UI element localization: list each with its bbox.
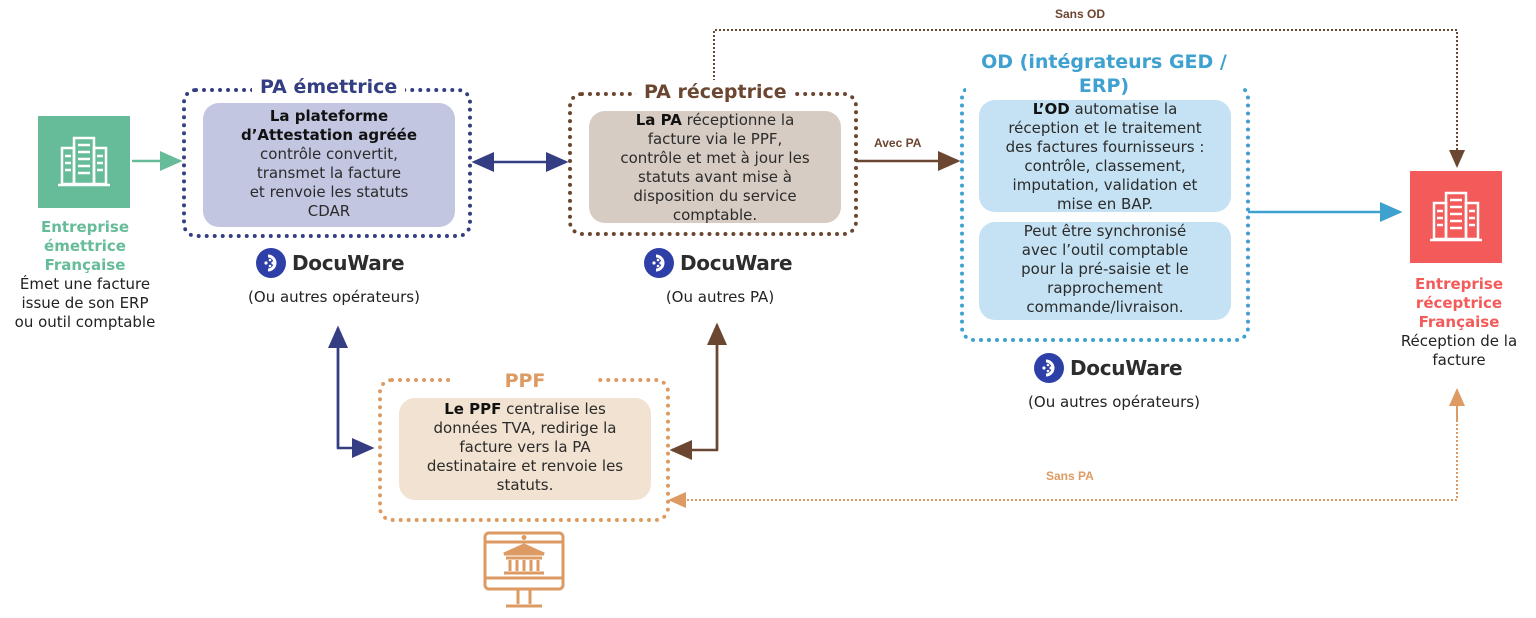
emitter-title-2: émettrice: [44, 237, 126, 255]
pa-receptrice-text-4: disposition du service: [633, 187, 797, 205]
od-card-automation: L’OD automatise la réception et le trait…: [979, 100, 1231, 213]
ppf-bold: Le PPF: [444, 400, 502, 418]
emitter-title-1: Entreprise: [40, 218, 130, 236]
od-card1-text-2: des factures fournisseurs :: [1005, 138, 1205, 156]
od-card1-text-1: réception et le traitement: [1008, 119, 1202, 137]
od-card2-text-1: Peut être synchronisé: [1023, 222, 1187, 240]
pa-receptrice-text-0: réceptionne la: [681, 111, 795, 129]
od-card-sync: Peut être synchronisé avec l’outil compt…: [979, 222, 1231, 320]
od-title-2: ERP): [1078, 75, 1130, 97]
receiver-desc-1: Réception de la: [1400, 332, 1518, 350]
pa-emettrice-card: La plateforme d’Attestation agréée contr…: [203, 103, 455, 227]
pa-emettrice-text-1: contrôle convertit,: [260, 145, 398, 163]
od-card1-text-0: automatise la: [1069, 100, 1178, 118]
docuware-brand: DocuWare: [292, 251, 405, 275]
pa-emettrice-text-2: transmet la facture: [256, 164, 402, 182]
emitter-title-3: Française: [44, 256, 126, 274]
ppf-text-1: données TVA, redirige la: [433, 419, 617, 437]
edge-label-avec-pa: Avec PA: [874, 136, 922, 150]
arrow-pa-emettrice-ppf: [336, 330, 375, 458]
docuware-icon: [1034, 353, 1064, 383]
od-title-1: OD (intégrateurs GED /: [981, 51, 1227, 73]
docuware-icon: [256, 248, 286, 278]
od-card2-text-4: rapprochement: [1047, 279, 1163, 297]
emitter-desc-1: Émet une facture: [19, 275, 151, 293]
od-card1-text-3: contrôle, classement,: [1024, 157, 1186, 175]
od-card2-text-2: avec l’outil comptable: [1021, 241, 1189, 259]
od-card1-bold: L’OD: [1032, 100, 1070, 118]
receiver-desc-2: facture: [1432, 351, 1486, 369]
docuware-brand: DocuWare: [1070, 356, 1183, 380]
pa-receptrice-text-1: facture via le PPF,: [647, 130, 783, 148]
pa-receptrice-text-5: comptable.: [672, 206, 758, 224]
pa-emettrice-text-3: et renvoie les statuts: [249, 183, 409, 201]
pa-receptrice-text-2: contrôle et met à jour les: [620, 149, 810, 167]
building-icon: [1430, 191, 1482, 242]
ppf-text-4: statuts.: [496, 476, 554, 494]
od-title: OD (intégrateurs GED / ERP): [966, 50, 1242, 98]
government-monitor-icon: [482, 530, 566, 616]
receiver-label: Entreprise réceptrice Française Réceptio…: [1386, 275, 1532, 370]
arrow-ppf-pa-receptrice: [669, 330, 719, 460]
pa-emettrice-bold-2: d’Attestation agréée: [240, 126, 418, 144]
edge-label-sans-od: Sans OD: [1055, 7, 1106, 21]
emitter-label: Entreprise émettrice Française Émet une …: [0, 218, 170, 332]
pa-receptrice-title: PA réceptrice: [636, 80, 795, 104]
od-operators: (Ou autres opérateurs): [1028, 393, 1200, 411]
pa-emettrice-text-4: CDAR: [307, 202, 351, 220]
ppf-text-3: destinataire et renvoie les: [426, 457, 624, 475]
pa-receptrice-docuware-logo: DocuWare: [644, 248, 793, 278]
emitter-desc-2: issue de son ERP: [21, 294, 149, 312]
pa-emettrice-bold-1: La plateforme: [269, 107, 389, 125]
pa-receptrice-text-3: statuts avant mise à: [638, 168, 792, 186]
pa-receptrice-card: La PA réceptionne la facture via le PPF,…: [589, 111, 841, 224]
od-card2-text-3: pour la pré-saisie et le: [1021, 260, 1189, 278]
ppf-text-0: centralise les: [501, 400, 606, 418]
od-card1-text-4: imputation, validation et: [1012, 176, 1198, 194]
emitter-building-tile: [38, 116, 130, 208]
docuware-brand: DocuWare: [680, 251, 793, 275]
receiver-building-tile: [1410, 171, 1502, 263]
od-docuware-logo: DocuWare: [1034, 353, 1183, 383]
od-card1-text-5: mise en BAP.: [1056, 195, 1154, 213]
receiver-title-3: Française: [1418, 313, 1500, 331]
docuware-icon: [644, 248, 674, 278]
pa-emettrice-docuware-logo: DocuWare: [256, 248, 405, 278]
building-icon: [58, 136, 110, 187]
receiver-title-1: Entreprise: [1414, 275, 1504, 293]
pa-receptrice-operators: (Ou autres PA): [665, 288, 775, 306]
emitter-desc-3: ou outil comptable: [14, 313, 156, 331]
edge-label-sans-pa: Sans PA: [1046, 469, 1094, 483]
pa-receptrice-bold: La PA: [635, 111, 682, 129]
ppf-card: Le PPF centralise les données TVA, redir…: [399, 398, 651, 500]
ppf-title: PPF: [452, 369, 598, 393]
pa-emettrice-title: PA émettrice: [252, 75, 406, 99]
pa-emettrice-operators: (Ou autres opérateurs): [248, 288, 420, 306]
od-card2-text-5: commande/livraison.: [1026, 298, 1184, 316]
receiver-title-2: réceptrice: [1415, 294, 1503, 312]
ppf-text-2: facture vers la PA: [459, 438, 591, 456]
